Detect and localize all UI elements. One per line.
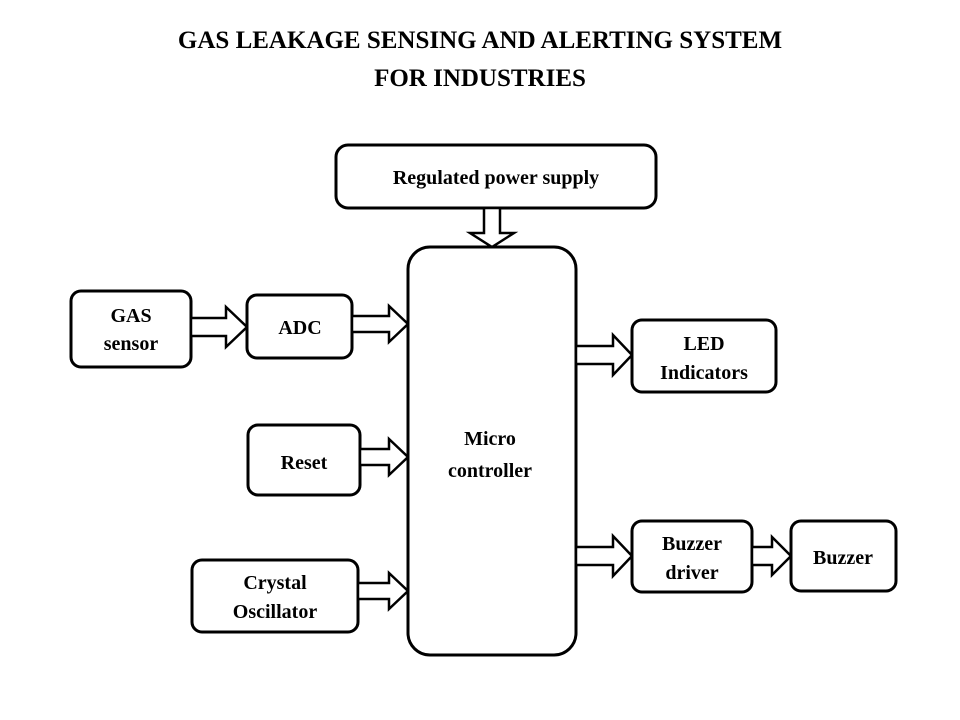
adc-block: ADC <box>245 293 354 360</box>
gas-sensor-label-line-2: sensor <box>104 333 159 355</box>
buzzer-driver-block: Buzzer driver <box>630 519 754 594</box>
power-supply-block: Regulated power supply <box>334 143 658 210</box>
gas-sensor-label-line-1: GAS <box>110 305 151 327</box>
buzzer-label: Buzzer <box>813 547 873 569</box>
crystal-oscillator-block: Crystal Oscillator <box>190 558 360 634</box>
adc-label: ADC <box>278 317 321 339</box>
power-to-micro-arrow <box>465 206 519 249</box>
buzzer-block: Buzzer <box>789 519 898 593</box>
gas-sensor-block: GAS sensor <box>69 289 193 369</box>
micro-to-led-arrow <box>574 331 634 379</box>
diagram-title-line-1: GAS LEAKAGE SENSING AND ALERTING SYSTEM <box>178 27 782 54</box>
buzzer-driver-to-buzzer-arrow <box>750 533 793 579</box>
buzzer-driver-label-line-2: driver <box>665 562 718 584</box>
diagram-title-line-2: FOR INDUSTRIES <box>374 65 586 92</box>
crystal-to-micro-arrow <box>356 570 410 612</box>
buzzer-driver-label-line-1: Buzzer <box>662 533 722 555</box>
led-label-line-2: Indicators <box>660 362 748 384</box>
crystal-label-line-1: Crystal <box>243 572 307 594</box>
microcontroller-label-line-2: controller <box>448 460 532 482</box>
reset-block: Reset <box>246 423 362 497</box>
micro-to-buzzer-driver-arrow <box>574 532 634 580</box>
microcontroller-label-line-1: Micro <box>464 428 516 450</box>
sensor-to-adc-arrow <box>189 304 249 350</box>
crystal-label-line-2: Oscillator <box>233 601 318 623</box>
led-label-line-1: LED <box>683 333 724 355</box>
reset-label: Reset <box>281 452 328 474</box>
led-indicators-block: LED Indicators <box>630 318 778 394</box>
power-supply-label: Regulated power supply <box>393 167 599 189</box>
adc-to-micro-arrow <box>350 303 410 345</box>
reset-to-micro-arrow <box>358 436 410 478</box>
microcontroller-block: Micro controller <box>406 245 578 657</box>
